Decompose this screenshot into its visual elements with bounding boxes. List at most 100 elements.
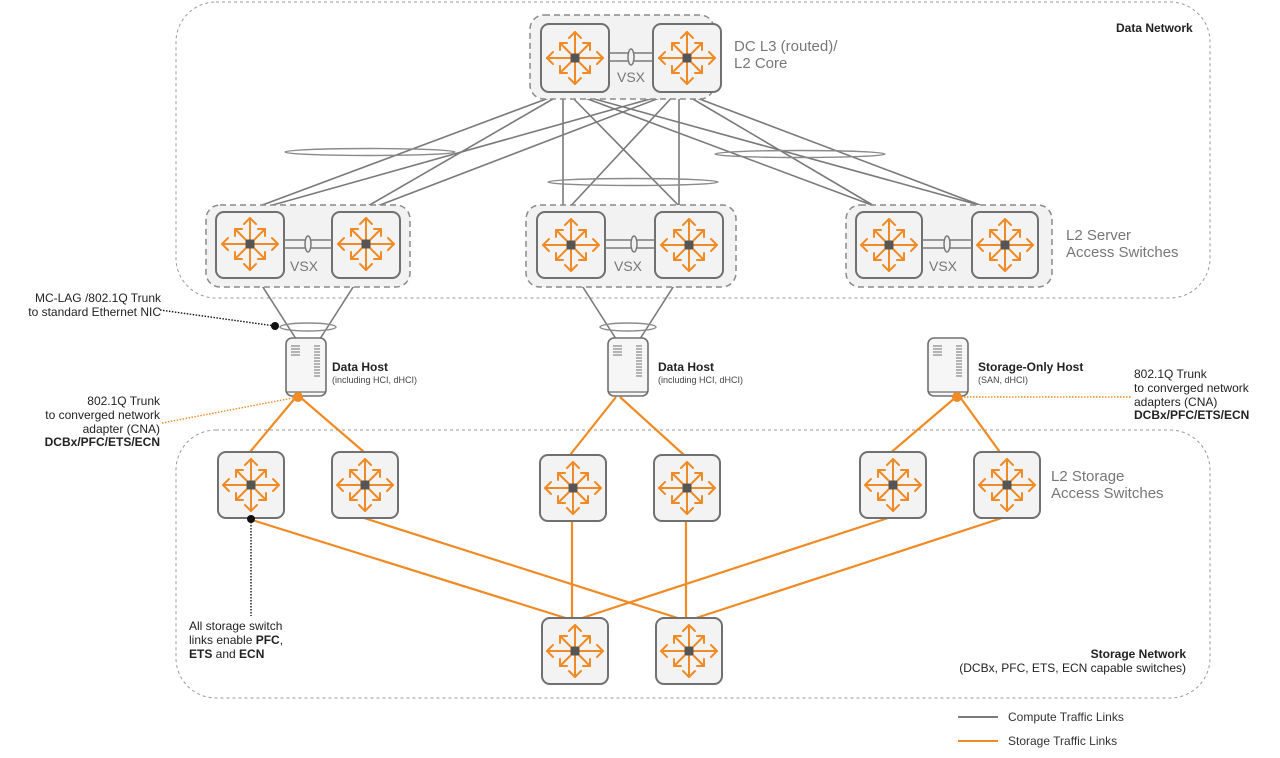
- server-access-label-line1: L2 Server: [1066, 227, 1132, 244]
- callout-line: 802.1Q Trunk: [87, 394, 160, 408]
- server-access-label-line2: Access Switches: [1066, 244, 1179, 262]
- compute-link: [254, 91, 676, 211]
- host-label-3: Storage-Only Host (SAN, dHCI): [978, 360, 1084, 385]
- compute-link: [566, 91, 684, 211]
- storage-link: [619, 396, 685, 456]
- server-host-icon[interactable]: [607, 337, 649, 397]
- callout-line: ETS and ECN: [189, 646, 283, 662]
- storage-access-label-line2: Access Switches: [1051, 485, 1164, 503]
- storage-network-zone: [175, 429, 1211, 699]
- lag-ellipse: [279, 322, 337, 332]
- compute-link: [366, 91, 676, 211]
- callout-line: 802.1Q Trunk: [1134, 367, 1207, 381]
- lag-ellipse: [547, 177, 719, 187]
- server-host-icon[interactable]: [927, 337, 969, 397]
- vsx-link: [284, 235, 332, 253]
- core-switch-2[interactable]: [652, 23, 722, 93]
- lag-ellipse: [714, 149, 886, 159]
- legend-label: Compute Traffic Links: [1008, 710, 1124, 724]
- callout-dot: [271, 322, 279, 330]
- core-label-line1: DC L3 (routed)/: [734, 38, 838, 55]
- storage-network-subtitle: (DCBx, PFC, ETS, ECN capable switches): [959, 660, 1186, 675]
- callout-dot: [247, 515, 255, 523]
- storage-core-switch[interactable]: [655, 617, 723, 685]
- storage-access-switch[interactable]: [539, 454, 607, 522]
- storage-link: [689, 516, 1003, 622]
- core-vsx-label: VSX: [617, 69, 646, 85]
- host-subtitle: (SAN, dHCI): [978, 374, 1029, 385]
- storage-link: [249, 396, 297, 453]
- legend-item-storage: Storage Traffic Links: [958, 734, 1117, 748]
- access-switch-1a[interactable]: [215, 211, 285, 279]
- storage-network-title: Storage Network: [1090, 647, 1186, 661]
- access-switch-3a[interactable]: [855, 211, 923, 279]
- core-switch-1[interactable]: [540, 23, 610, 93]
- compute-link: [568, 91, 886, 211]
- storage-link: [569, 396, 617, 456]
- callout-line: All storage switch: [189, 619, 283, 633]
- callout-line: to converged network: [45, 407, 160, 422]
- storage-link: [959, 396, 1003, 456]
- storage-access-switch[interactable]: [859, 451, 927, 519]
- callout-bold-ecn: ECN: [239, 646, 265, 661]
- host-title: Data Host: [332, 360, 389, 374]
- core-label-line2: L2 Core: [734, 55, 788, 73]
- compute-link: [566, 91, 678, 211]
- storage-access-switch[interactable]: [217, 451, 285, 519]
- access-vsx-label-3: VSX: [929, 258, 958, 274]
- server-host-icon[interactable]: [285, 337, 327, 397]
- access-vsx-label-2: VSX: [614, 258, 643, 274]
- vsx-link: [605, 235, 655, 253]
- compute-link: [248, 91, 566, 211]
- access-switch-1b[interactable]: [331, 211, 401, 279]
- host-subtitle: (including HCI, dHCI): [658, 374, 744, 385]
- host-title: Data Host: [658, 360, 715, 374]
- storage-network-label: Storage Network (DCBx, PFC, ETS, ECN cap…: [959, 647, 1186, 676]
- host-subtitle: (including HCI, dHCI): [332, 374, 418, 385]
- host-label-1: Data Host (including HCI, dHCI): [332, 360, 418, 385]
- callout-line: to converged network: [1134, 380, 1249, 395]
- server-access-tier-label: L2 Server Access Switches: [1066, 227, 1179, 262]
- mclag-callout-leader: [159, 309, 276, 327]
- data-network-title: Data Network: [1116, 21, 1193, 35]
- vsx-link: [609, 48, 653, 66]
- legend-item-compute: Compute Traffic Links: [958, 710, 1124, 724]
- legend-swatch-storage: [958, 740, 998, 742]
- legend-label: Storage Traffic Links: [1008, 734, 1118, 748]
- callout-bold-pfc: PFC: [255, 632, 280, 647]
- callout-bold-ets: ETS: [189, 646, 213, 661]
- cna-left-callout: 802.1Q Trunk to converged network adapte…: [45, 394, 160, 450]
- storage-links-callout: All storage switch links enable PFC, ETS…: [189, 619, 284, 662]
- host-label-2: Data Host (including HCI, dHCI): [658, 360, 744, 385]
- callout-line-bold: DCBx/PFC/ETS/ECN: [1134, 408, 1250, 423]
- storage-core-switch[interactable]: [541, 617, 609, 685]
- storage-access-switch[interactable]: [331, 451, 399, 519]
- vsx-link: [922, 235, 972, 253]
- access-switch-2b[interactable]: [654, 211, 724, 279]
- access-switch-3b[interactable]: [971, 211, 1039, 279]
- callout-dot: [952, 392, 962, 402]
- storage-links: [249, 396, 1003, 622]
- data-network-zone: [175, 1, 1211, 299]
- core-tier-label: DC L3 (routed)/ L2 Core: [734, 38, 837, 73]
- callout-text: links enable: [189, 632, 256, 647]
- storage-access-label-line1: L2 Storage: [1051, 468, 1125, 485]
- storage-access-switch[interactable]: [973, 451, 1041, 519]
- callout-line: adapters (CNA): [1134, 394, 1218, 409]
- lag-ellipse: [284, 147, 456, 157]
- host-title: Storage-Only Host: [978, 360, 1084, 374]
- access-vsx-label-1: VSX: [290, 258, 319, 274]
- mclag-callout: MC-LAG /802.1Q Trunk to standard Etherne…: [28, 291, 161, 320]
- storage-access-switch[interactable]: [653, 454, 721, 522]
- legend-swatch-compute: [958, 716, 998, 718]
- storage-link: [887, 396, 957, 456]
- lag-ellipse: [599, 322, 657, 332]
- storage-link: [299, 396, 365, 453]
- callout-line: adapter (CNA): [82, 421, 160, 436]
- access-switch-2a[interactable]: [536, 211, 606, 279]
- callout-text: ,: [279, 632, 284, 647]
- storage-access-tier-label: L2 Storage Access Switches: [1051, 468, 1164, 503]
- callout-line: to standard Ethernet NIC: [28, 304, 161, 319]
- callout-line: MC-LAG /802.1Q Trunk: [34, 291, 161, 305]
